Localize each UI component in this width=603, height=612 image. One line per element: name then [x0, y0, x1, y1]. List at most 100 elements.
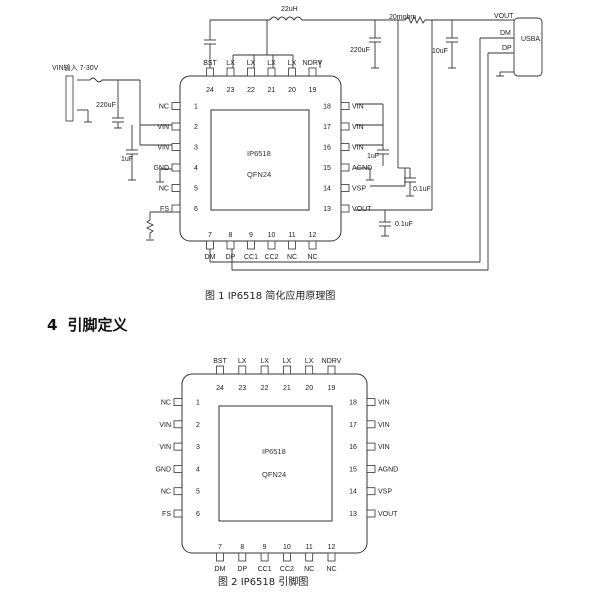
pin-name: LX: [305, 358, 314, 365]
pin-number: 8: [229, 232, 233, 239]
pin-number: 3: [196, 444, 200, 451]
pin-name: VIN: [378, 400, 390, 407]
vin-input-label: VIN输入 7-30V: [52, 63, 99, 72]
pin-name: CC1: [244, 254, 258, 261]
pin-17: [340, 122, 350, 131]
fs-resistor: [145, 219, 155, 239]
pin-number: 1: [194, 104, 198, 111]
pin-2: [173, 420, 183, 429]
pin-name: CC1: [258, 566, 272, 573]
chip-package-name: QFN24: [262, 470, 286, 479]
pin-20: [305, 365, 314, 375]
pin-name: CC2: [264, 254, 278, 261]
pin-name: NC: [159, 186, 169, 193]
pin-4: [173, 465, 183, 473]
pin-6: [171, 204, 181, 213]
chip-name: IP6518: [247, 149, 271, 158]
pin-number: 21: [283, 385, 291, 392]
cap-vin-bulk: 220uF: [96, 102, 116, 109]
pin-14: [340, 184, 350, 192]
usb-a-connector: [513, 17, 543, 77]
chip-name: IP6518: [262, 447, 286, 456]
sense-resistor: [404, 15, 426, 25]
pin-number: 17: [349, 422, 357, 429]
cap-vout: 0.1uF: [395, 221, 413, 228]
pin-name: LX: [288, 60, 297, 67]
pin-7: [216, 552, 224, 562]
pin-name: LX: [238, 358, 247, 365]
cap-vsp: 0.1uF: [413, 186, 431, 193]
pin-name: FS: [162, 511, 171, 518]
pin-16: [366, 442, 376, 451]
pin-number: 24: [216, 385, 224, 392]
pin-number: 7: [218, 544, 222, 551]
pin-15: [366, 465, 376, 473]
pin-24: [206, 67, 214, 77]
pin-6: [173, 509, 183, 518]
pin-number: 18: [323, 104, 331, 111]
input-connector: [65, 75, 74, 122]
pin-name: VIN: [159, 422, 171, 429]
pin-number: 8: [240, 544, 244, 551]
pin-number: 2: [196, 422, 200, 429]
usb-pin-dp: DP: [502, 45, 512, 52]
pin-19: [308, 67, 317, 77]
cap-out-bulk: 220uF: [350, 47, 370, 54]
pin-number: 14: [349, 489, 357, 496]
pin-name: GND: [155, 466, 171, 473]
input-diode: [89, 77, 103, 83]
pin-number: 11: [288, 232, 295, 239]
pin-number: 11: [306, 544, 313, 551]
pin-name: VIN: [352, 104, 364, 111]
inductor-value: 22uH: [281, 6, 298, 13]
pin-number: 1: [196, 400, 200, 407]
pin-number: 5: [196, 489, 200, 496]
pin-number: 19: [309, 87, 317, 94]
pin-12: [308, 240, 317, 250]
pin-name: NC: [307, 254, 317, 261]
inductor-icon: [269, 16, 303, 21]
pin-name: LX: [247, 60, 256, 67]
pin-name: BST: [203, 60, 217, 67]
pin-18: [340, 102, 350, 110]
pin-3: [173, 442, 183, 451]
pin-23: [238, 365, 247, 375]
cap-vin-small: 1uF: [121, 156, 133, 163]
pin-name: NC: [287, 254, 297, 261]
pin-name: GND: [153, 165, 169, 172]
pin-name: NC: [326, 566, 336, 573]
pin-name: CC2: [280, 566, 294, 573]
pin-number: 21: [268, 87, 276, 94]
pin-name: LX: [267, 60, 276, 67]
pin-5: [173, 487, 183, 496]
figure1-caption: 图 1 IP6518 简化应用原理图: [205, 289, 335, 302]
pin-23: [226, 67, 235, 77]
pin-name: DP: [237, 566, 247, 573]
pin-number: 23: [227, 87, 235, 94]
pin-number: 24: [206, 87, 214, 94]
pin-10: [282, 552, 291, 562]
pin-24: [216, 365, 224, 375]
pin-11: [288, 240, 296, 250]
pin-name: VIN: [159, 444, 171, 451]
cap-vin-pin: 1uF: [367, 153, 379, 160]
pin-21: [267, 67, 276, 77]
pin-name: DM: [215, 566, 226, 573]
pin-name: LX: [226, 60, 235, 67]
pin-16: [340, 143, 350, 151]
pin-name: VSP: [378, 489, 392, 496]
chip-pins: BST24LX23LX22LX21LX20NDRV19DM7DP8CC19CC2…: [155, 358, 398, 573]
pin-number: 18: [349, 400, 357, 407]
pin-number: 3: [194, 145, 198, 152]
pin-13: [340, 204, 350, 213]
pin-1: [173, 398, 183, 406]
exposed-pad: [210, 109, 310, 211]
pin-number: 19: [328, 385, 336, 392]
section-number: 4: [47, 316, 58, 334]
pin-number: 13: [349, 511, 357, 518]
pin-number: 16: [349, 444, 357, 451]
pin-8: [238, 552, 247, 562]
pin-18: [366, 398, 376, 406]
pin-number: 22: [261, 385, 269, 392]
pin-5: [171, 184, 181, 192]
